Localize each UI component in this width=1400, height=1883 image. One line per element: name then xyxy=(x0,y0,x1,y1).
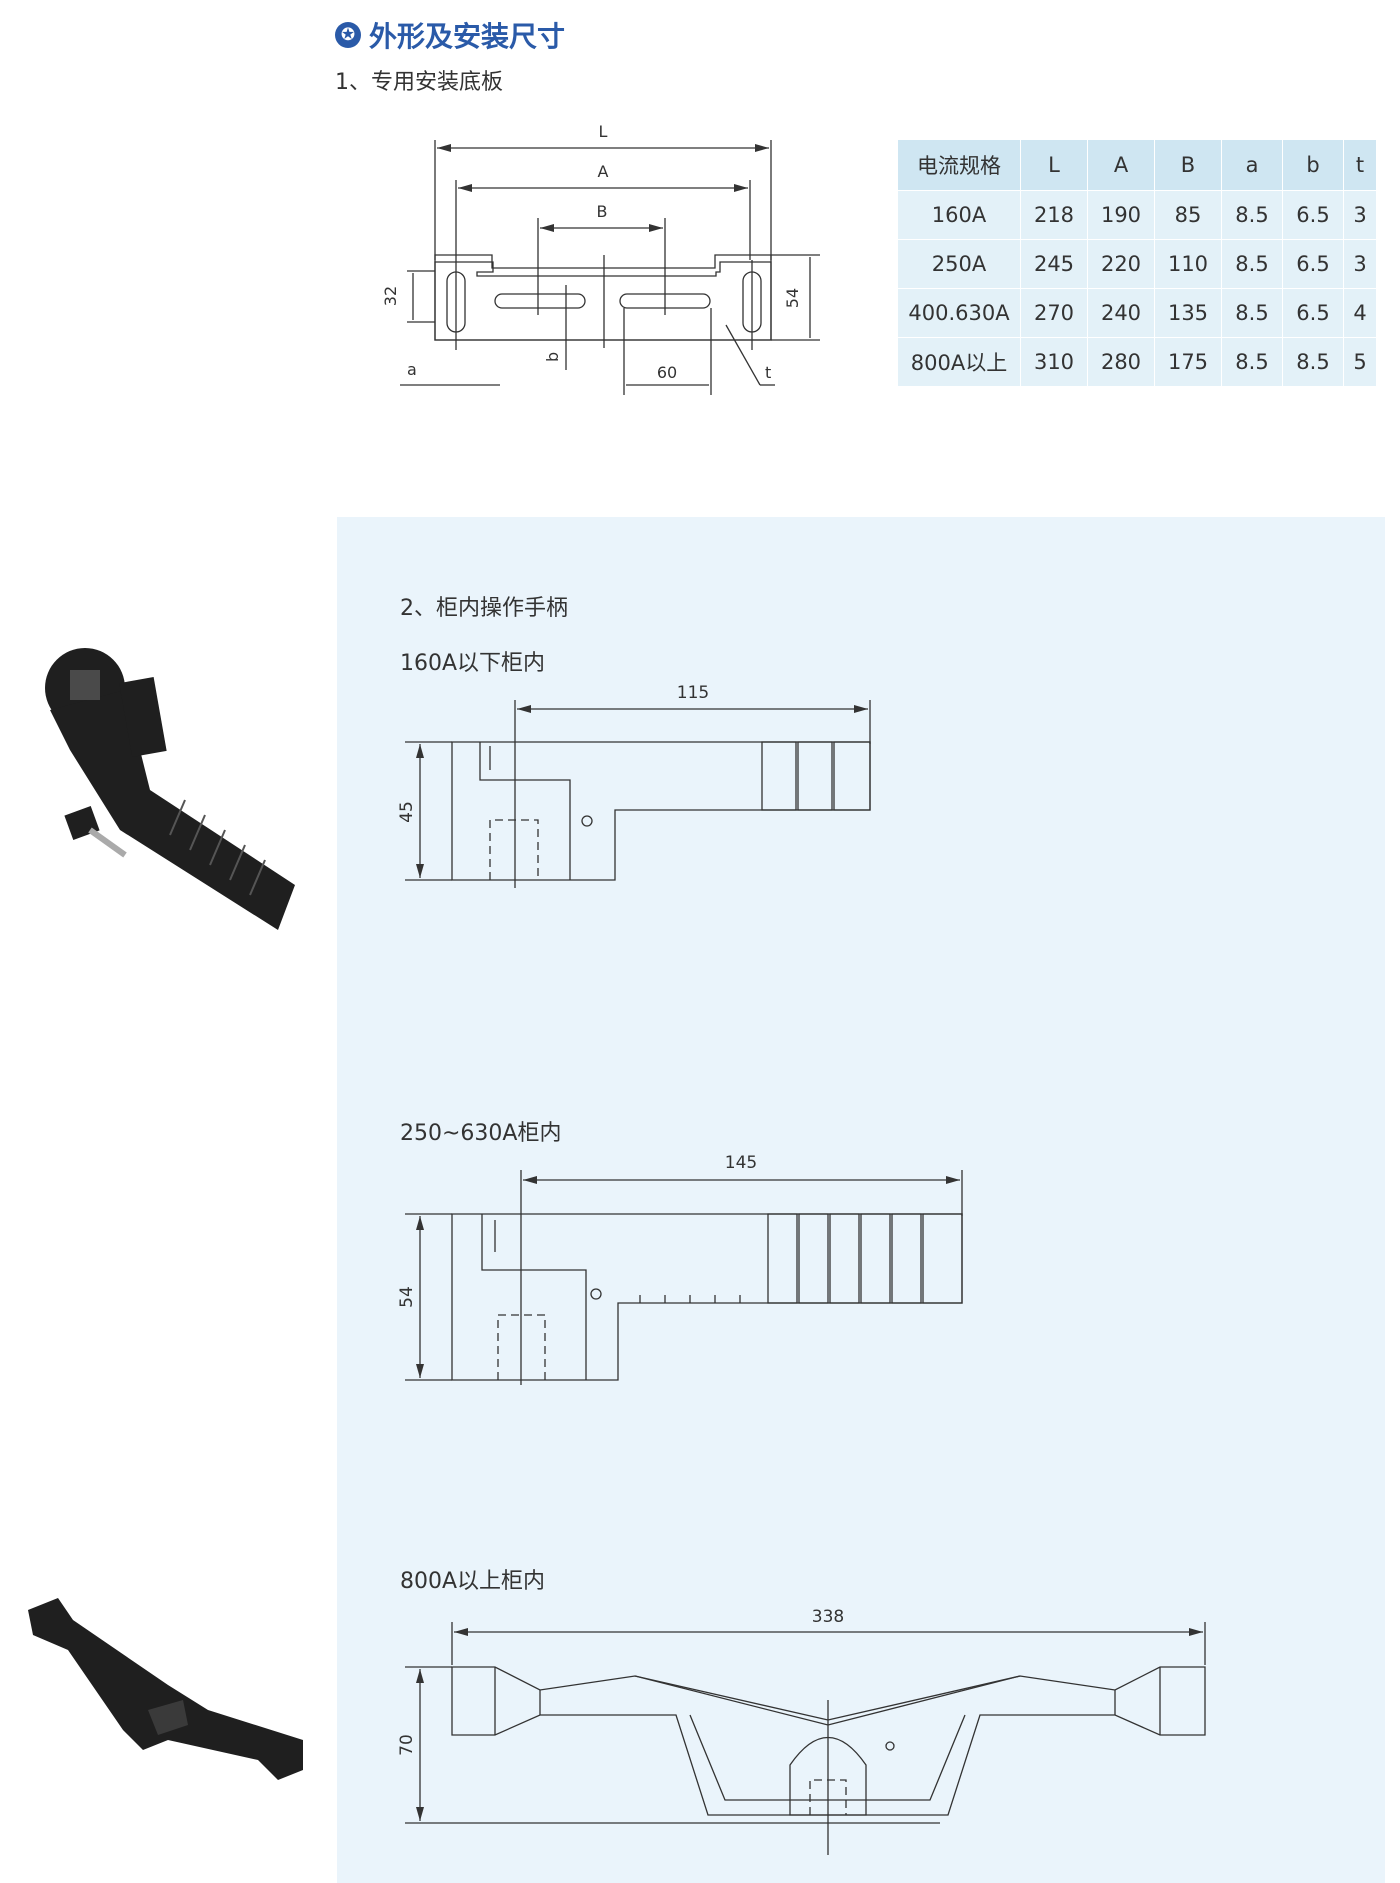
handle3-dim-height: 70 xyxy=(397,1734,417,1756)
table-cell: 250A xyxy=(897,239,1021,289)
table-cell: 800A以上 xyxy=(897,337,1021,386)
table-cell: 190 xyxy=(1087,190,1155,240)
table-header: L xyxy=(1020,140,1088,191)
table-cell: 160A xyxy=(897,190,1021,240)
dim-L: L xyxy=(599,122,608,141)
table-header: A xyxy=(1087,140,1155,191)
handle-photo-small xyxy=(45,648,295,930)
table-cell: 3 xyxy=(1343,239,1376,289)
dim-a: a xyxy=(407,360,417,379)
table-cell: 8.5 xyxy=(1221,190,1283,240)
table-cell: 135 xyxy=(1154,288,1222,338)
table-header: t xyxy=(1343,140,1376,191)
dim-b: b xyxy=(543,352,562,362)
table-cell: 218 xyxy=(1020,190,1088,240)
handle2-drawing: 145 54 xyxy=(397,1153,963,1385)
table-cell: 3 xyxy=(1343,190,1376,240)
part1-title: 1、专用安装底板 xyxy=(335,70,503,95)
dim-32: 32 xyxy=(381,286,400,306)
handle3-title: 800A以上柜内 xyxy=(400,1569,546,1594)
star-icon: ✪ xyxy=(335,22,361,48)
table-header: 电流规格 xyxy=(897,140,1021,191)
handle2-title: 250~630A柜内 xyxy=(400,1121,562,1146)
handles-panel xyxy=(337,517,1385,1883)
handle1-title: 160A以下柜内 xyxy=(400,651,546,676)
table-cell: 8.5 xyxy=(1221,337,1283,386)
table-cell: 175 xyxy=(1154,337,1222,386)
table-cell: 400.630A xyxy=(897,288,1021,338)
table-cell: 110 xyxy=(1154,239,1222,289)
dim-54: 54 xyxy=(783,288,802,308)
table-cell: 8.5 xyxy=(1221,239,1283,289)
table-cell: 6.5 xyxy=(1282,239,1344,289)
handle1-drawing: 115 45 xyxy=(397,683,871,888)
table-header-row: 电流规格 L A B a b t xyxy=(897,140,1376,191)
table-cell: 270 xyxy=(1020,288,1088,338)
table-cell: 8.5 xyxy=(1282,337,1344,386)
mounting-plate-drawing: L A B 32 54 a b 60 t xyxy=(381,122,820,395)
dim-60: 60 xyxy=(657,363,677,382)
table-header: B xyxy=(1154,140,1222,191)
table-cell: 245 xyxy=(1020,239,1088,289)
section-title-text: 外形及安装尺寸 xyxy=(369,20,566,53)
handle1-dim-height: 45 xyxy=(397,801,417,823)
table-cell: 6.5 xyxy=(1282,288,1344,338)
handle2-dim-height: 54 xyxy=(397,1286,417,1308)
dim-A: A xyxy=(598,162,609,181)
table-cell: 8.5 xyxy=(1221,288,1283,338)
dim-t: t xyxy=(765,363,771,382)
table-cell: 310 xyxy=(1020,337,1088,386)
part2-title: 2、柜内操作手柄 xyxy=(400,596,568,621)
handle1-dim-length: 115 xyxy=(677,683,709,703)
table-cell: 220 xyxy=(1087,239,1155,289)
dim-B: B xyxy=(597,202,608,221)
handle-photo-large xyxy=(28,1598,303,1780)
handle3-drawing: 338 70 xyxy=(397,1607,1206,1855)
table-cell: 280 xyxy=(1087,337,1155,386)
table-cell: 4 xyxy=(1343,288,1376,338)
table-cell: 240 xyxy=(1087,288,1155,338)
handle2-dim-length: 145 xyxy=(725,1153,757,1173)
section-title: ✪ 外形及安装尺寸 xyxy=(335,15,565,55)
table-header: b xyxy=(1282,140,1344,191)
table-header: a xyxy=(1221,140,1283,191)
handle3-dim-length: 338 xyxy=(812,1607,844,1627)
table-cell: 85 xyxy=(1154,190,1222,240)
table-cell: 5 xyxy=(1343,337,1376,386)
table-cell: 6.5 xyxy=(1282,190,1344,240)
